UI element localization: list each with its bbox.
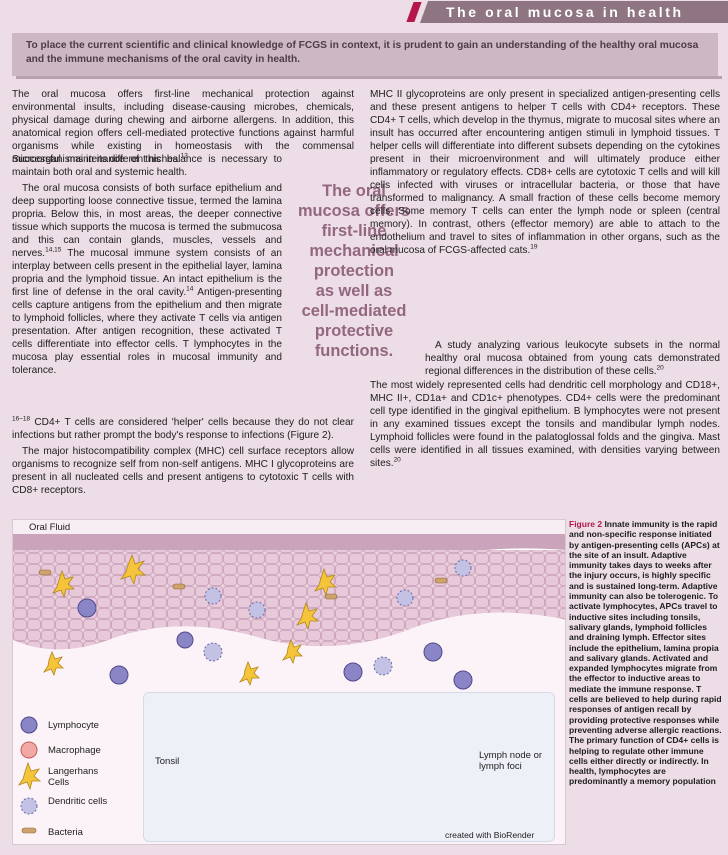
oral-fluid-band [13,520,565,534]
dendritic-icon [203,642,223,662]
dendritic-icon [373,656,393,676]
legend-label: Macrophage [48,745,101,756]
pull-quote-line: mucosa offers [297,202,411,220]
right-column-top: MHC II glycoproteins are only present in… [370,88,720,260]
epithelium-layer [13,550,565,650]
langerhans-icon [17,761,42,791]
legend-label: Lymphocyte [48,720,99,731]
pull-quote-line: The oral [322,182,386,200]
figure-caption: Figure 2 Innate immunity is the rapid an… [569,519,722,787]
header-accent-slash [406,2,422,22]
langerhans-icon [42,553,338,687]
paragraph: The most widely represented cells had de… [370,380,720,469]
paragraph: The oral mucosa offers first-line mechan… [12,89,354,165]
header-bar: The oral mucosa in health [0,0,728,28]
lymphocyte-icon [20,716,38,734]
scattered-cells [38,553,473,690]
pull-quote-line: cell-mediated [301,302,407,320]
page-title: The oral mucosa in health [446,4,684,20]
paragraph: The oral mucosa consists of both surface… [12,183,282,376]
paragraph: MHC II glycoproteins are only present in… [370,89,720,256]
left-column-narrow: Successful maintenance of this balance i… [12,153,282,380]
dendritic-icon [20,797,38,815]
dendritic-icon [248,601,266,619]
pull-quote-line: mechanical [309,242,399,260]
dendritic-icon [454,559,472,577]
right-column-narrow: A study analyzing various leukocyte subs… [425,339,720,381]
legend-label: Dendritic cells [48,796,108,807]
intro-box-shadow [16,76,722,79]
lymphocyte-icon [343,662,363,682]
pull-quote-line: protection [313,262,395,280]
lymph-node-label: Lymph node or lymph foci [479,750,543,772]
paragraph: 16–18 CD4+ T cells are considered 'helpe… [12,415,354,441]
left-column-top: The oral mucosa offers first-line mechan… [12,88,354,169]
left-column-bottom: 16–18 CD4+ T cells are considered 'helpe… [12,416,354,500]
lymphocyte-icon [423,642,443,662]
figure-label: Figure 2 [569,519,603,529]
pull-quote-line: functions. [314,342,394,360]
tonsil-label: Tonsil [155,756,180,767]
figure-credit: created with BioRender [445,830,535,840]
pull-quote-line: first-line [321,222,387,240]
right-column-bottom: The most widely represented cells had de… [370,379,720,473]
lymphocyte-icon [176,631,194,649]
inset-panel [143,692,555,842]
pull-quote-line: as well as [315,282,393,300]
figure-2-illustration: Oral Fluid Lymphocyte Macrophage Langerh… [12,519,566,845]
lymphocyte-icon [109,665,129,685]
paragraph: A study analyzing various leukocyte subs… [425,340,720,377]
bacteria-icon [21,827,37,834]
legend-label: Langerhans Cells [48,766,99,788]
lymphocyte-icon [77,598,97,618]
header-tab: The oral mucosa in health [420,1,728,23]
macrophage-icon [20,741,38,759]
pull-quote-line: protective [314,322,394,340]
dendritic-icon [396,589,414,607]
dendritic-icon [204,587,222,605]
oral-fluid-label: Oral Fluid [29,522,71,533]
legend-label: Bacteria [48,827,83,838]
bacteria-icon [38,569,448,600]
paragraph: The major histocompatibility complex (MH… [12,446,354,496]
pull-quote: The oral mucosa offers first-line mechanica… [286,181,422,361]
caption-text: Innate immunity is the rapid and non-spe… [569,519,722,787]
intro-box: To place the current scientific and clin… [12,33,718,76]
legend-icons [17,716,42,834]
lymphocyte-icon [453,670,473,690]
paragraph: Successful maintenance of this balance i… [12,154,282,178]
